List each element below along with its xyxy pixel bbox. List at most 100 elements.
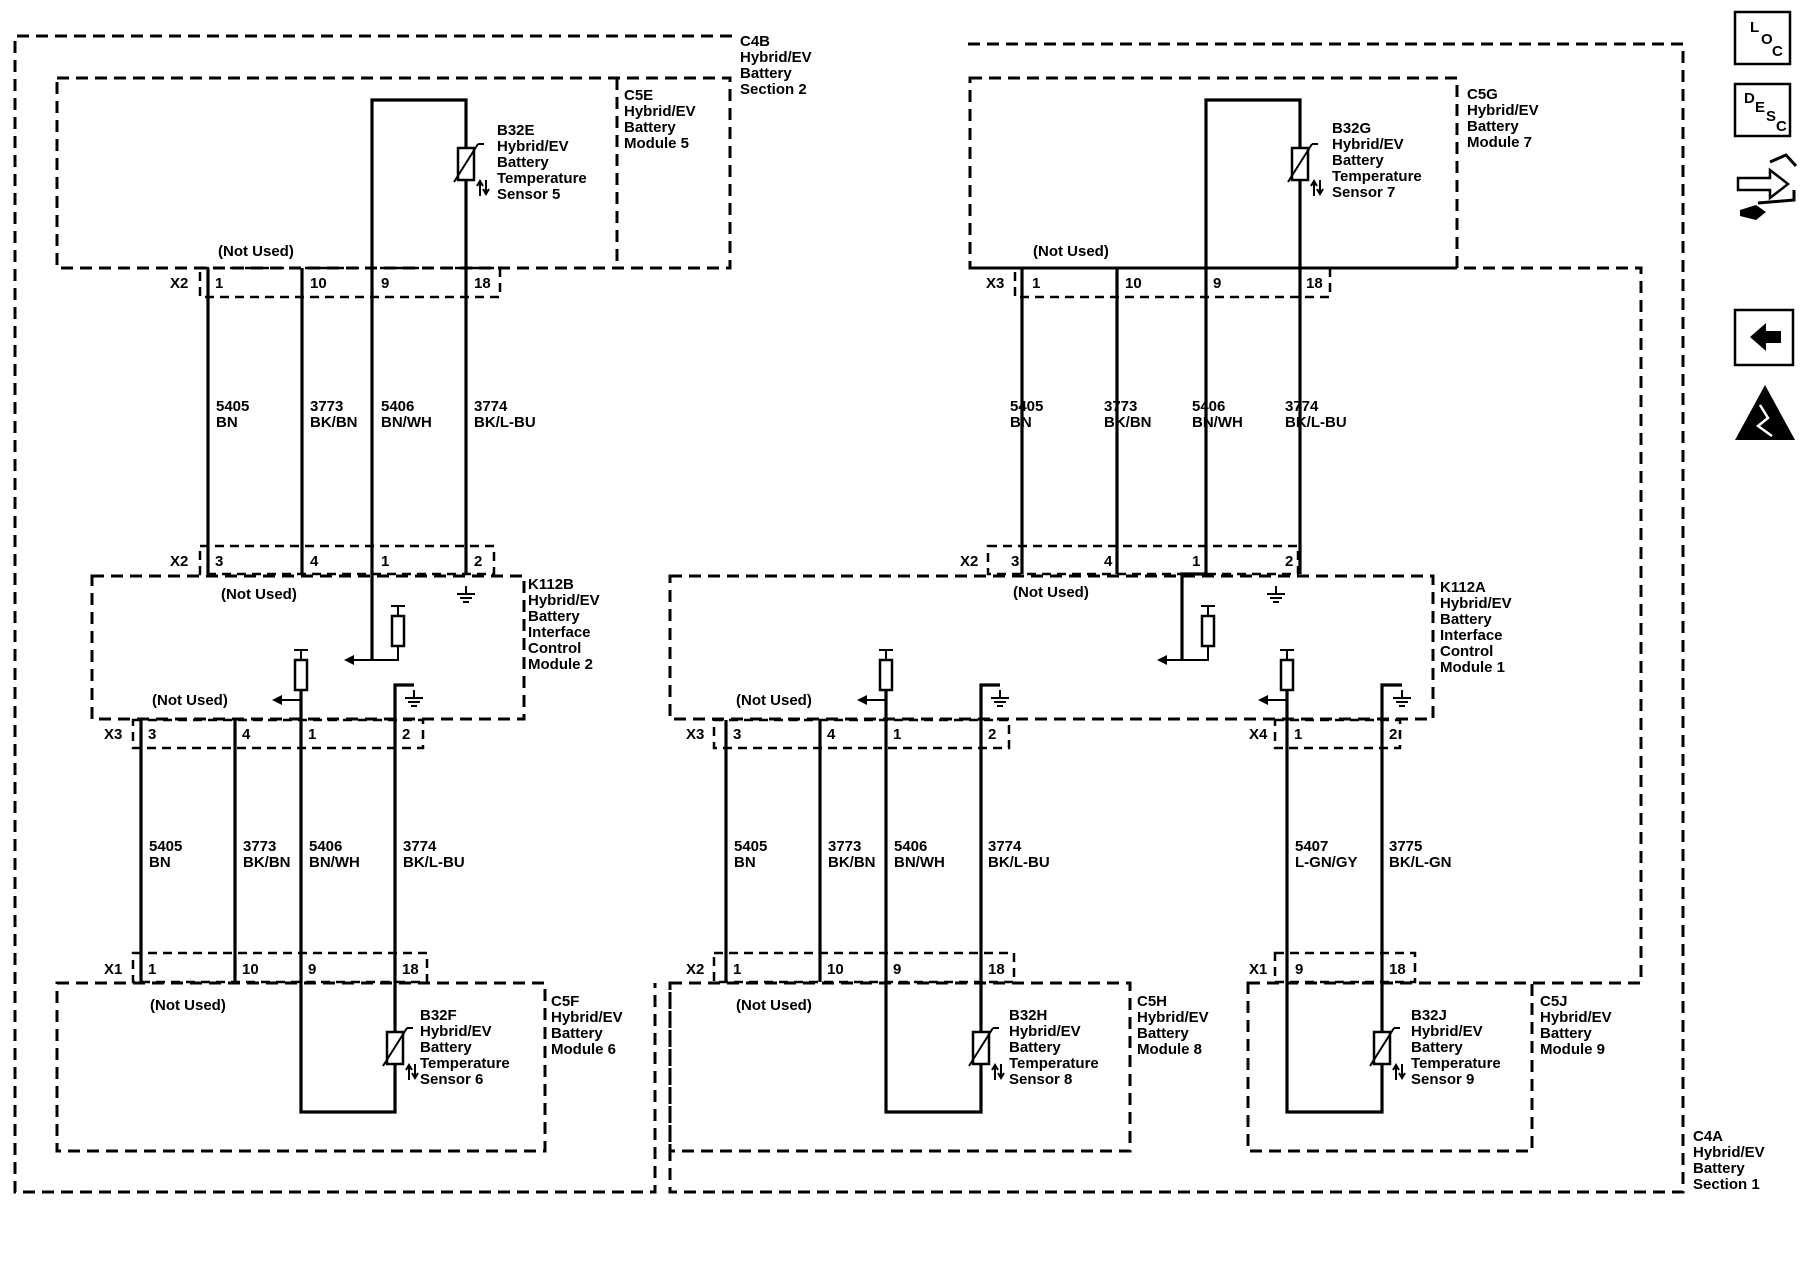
svg-text:BK/BN: BK/BN [243,854,291,871]
svg-text:BN: BN [734,854,756,871]
section1-boundary [668,42,1685,1194]
circuit-labels-upper-right: 5405 BN 3773 BK/BN 5406 BN/WH 3774 BK/L-… [1010,398,1347,431]
svg-text:Temperature: Temperature [420,1055,510,1072]
module-5-label: C5E Hybrid/EV Battery Module 5 [624,87,696,152]
connector-hand-icon [1736,153,1798,220]
svg-text:Battery: Battery [528,608,580,625]
svg-text:(Not Used): (Not Used) [221,586,297,603]
module-6-label: C5F Hybrid/EV Battery Module 6 [551,993,623,1058]
svg-text:3774: 3774 [403,838,437,855]
svg-text:BN: BN [216,414,238,431]
svg-text:X3: X3 [104,726,122,743]
svg-text:9: 9 [1295,961,1303,978]
svg-text:Hybrid/EV: Hybrid/EV [1440,595,1512,612]
svg-text:BK/L-BU: BK/L-BU [1285,414,1347,431]
sensor-6-symbol [381,1026,420,1082]
svg-text:3: 3 [733,726,741,743]
svg-text:BK/BN: BK/BN [828,854,876,871]
module-9-box [1246,981,1534,1153]
pin-numbers: 1 10 9 18 1 10 9 18 3 4 1 2 3 4 1 2 3 4 … [148,275,1406,978]
circuit-labels-lower-right: 5407 L-GN/GY 3775 BK/L-GN [1295,838,1452,871]
sensor-5-symbol [452,142,491,198]
sensor-6-label: B32F Hybrid/EV Battery Temperature Senso… [420,1007,510,1088]
svg-text:3774: 3774 [988,838,1022,855]
k112a-box [668,574,1435,721]
svg-text:3: 3 [1011,553,1019,570]
svg-text:C5J: C5J [1540,993,1568,1010]
svg-text:Module 1: Module 1 [1440,659,1505,676]
location-icon: L [1750,19,1759,36]
svg-text:X2: X2 [686,961,704,978]
svg-text:X4: X4 [1249,726,1268,743]
sensor-9-symbol [1368,1026,1407,1082]
description-icon: D [1744,90,1755,107]
svg-text:2: 2 [474,553,482,570]
svg-text:Battery: Battery [1467,118,1519,135]
svg-text:Module 9: Module 9 [1540,1041,1605,1058]
svg-text:BK/BN: BK/BN [310,414,358,431]
svg-text:10: 10 [242,961,259,978]
k112b-label: K112B Hybrid/EV Battery Interface Contro… [528,576,600,673]
svg-text:1: 1 [215,275,223,292]
svg-text:O: O [1761,31,1773,48]
svg-text:BK/L-BU: BK/L-BU [988,854,1050,871]
svg-text:5407: 5407 [1295,838,1328,855]
k112a-label: K112A Hybrid/EV Battery Interface Contro… [1440,579,1512,676]
svg-text:1: 1 [733,961,741,978]
svg-text:BN/WH: BN/WH [1192,414,1243,431]
sensor-7-label: B32G Hybrid/EV Battery Temperature Senso… [1332,120,1422,201]
connector-view-button[interactable] [1736,153,1798,220]
svg-text:3774: 3774 [474,398,508,415]
svg-text:4: 4 [310,553,319,570]
svg-text:X3: X3 [686,726,704,743]
svg-text:BN: BN [149,854,171,871]
svg-text:Hybrid/EV: Hybrid/EV [551,1009,623,1026]
svg-text:4: 4 [827,726,836,743]
svg-text:Battery: Battery [1137,1025,1189,1042]
module-8-label: C5H Hybrid/EV Battery Module 8 [1137,993,1209,1058]
svg-text:2: 2 [1285,553,1293,570]
svg-text:5406: 5406 [309,838,342,855]
svg-text:9: 9 [1213,275,1221,292]
location-button[interactable]: L O C [1733,10,1792,66]
svg-text:5405: 5405 [734,838,767,855]
svg-text:C4A: C4A [1693,1128,1723,1145]
svg-text:X2: X2 [960,553,978,570]
svg-text:(Not Used): (Not Used) [150,997,226,1014]
module-9-label: C5J Hybrid/EV Battery Module 9 [1540,993,1612,1058]
svg-text:Sensor 6: Sensor 6 [420,1071,483,1088]
back-button[interactable] [1733,308,1795,367]
svg-text:Hybrid/EV: Hybrid/EV [1411,1023,1483,1040]
svg-text:Control: Control [1440,643,1493,660]
k112b-box [90,574,526,721]
svg-text:C5F: C5F [551,993,579,1010]
svg-text:1: 1 [308,726,316,743]
svg-text:BK/L-BU: BK/L-BU [403,854,465,871]
arrow-left-icon [1750,323,1781,351]
svg-text:Hybrid/EV: Hybrid/EV [497,138,569,155]
sensor-8-symbol [967,1026,1006,1082]
svg-text:(Not Used): (Not Used) [1013,584,1089,601]
svg-text:C5H: C5H [1137,993,1167,1010]
svg-text:K112A: K112A [1440,579,1486,596]
svg-text:(Not Used): (Not Used) [1033,243,1109,260]
svg-text:1: 1 [381,553,389,570]
module-1-section-area [970,266,1643,985]
svg-text:(Not Used): (Not Used) [736,692,812,709]
svg-text:B32G: B32G [1332,120,1371,137]
sensor-7-symbol [1286,142,1325,198]
svg-text:Battery: Battery [740,65,792,82]
svg-text:X1: X1 [104,961,122,978]
description-button[interactable]: D E S C [1733,82,1792,138]
svg-text:18: 18 [1306,275,1323,292]
warning-button[interactable] [1735,385,1795,440]
svg-text:Sensor 9: Sensor 9 [1411,1071,1474,1088]
svg-text:1: 1 [1032,275,1040,292]
circuit-labels-lower-left: 5405 BN 3773 BK/BN 5406 BN/WH 3774 BK/L-… [149,838,465,871]
svg-text:Sensor 8: Sensor 8 [1009,1071,1072,1088]
svg-text:2: 2 [988,726,996,743]
section2-boundary [13,34,732,1194]
svg-text:18: 18 [402,961,419,978]
svg-text:5406: 5406 [894,838,927,855]
